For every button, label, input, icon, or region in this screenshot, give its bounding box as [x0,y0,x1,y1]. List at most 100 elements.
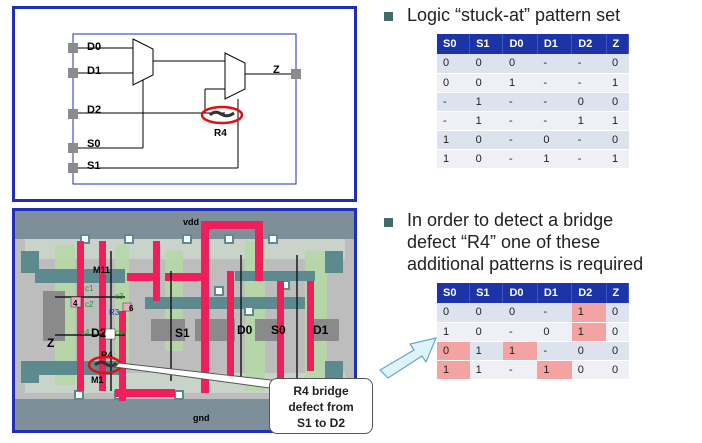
pin-d0 [68,43,78,53]
table-cell: - [437,111,470,131]
table-cell: - [571,73,607,93]
table-cell: 1 [571,322,607,342]
table-cell: 0 [606,341,629,361]
table-cell: 0 [606,130,629,150]
table-cell: - [571,54,607,74]
label-d0: D0 [237,323,253,337]
arrow-icon [379,337,438,379]
table-cell: 1 [537,149,572,169]
table-cell: - [502,111,538,131]
bullet-bridge-line-3: additional patterns is required [407,254,644,274]
metal-lines [77,221,314,401]
column-header: S1 [469,283,504,303]
table-cell: 1 [437,149,470,169]
table-cell: 0 [437,303,470,323]
table-cell: - [571,130,607,150]
table-cell: 0 [606,92,629,112]
table-cell: - [537,303,572,323]
table-cell: 0 [469,303,503,323]
table-cell: 1 [606,111,629,131]
column-header: D0 [502,34,538,54]
label-z: Z [47,336,54,350]
table-cell: 1 [437,322,470,342]
table-cell: 1 [469,92,503,112]
label-vdd: vdd [183,217,199,227]
column-header: D2 [571,283,607,303]
label-node-4: 4 [73,299,78,308]
table-cell: 1 [571,111,607,131]
table-cell: - [571,149,607,169]
table-cell: 1 [469,360,503,380]
table-cell: 1 [606,73,629,93]
table-cell: 0 [571,341,607,361]
column-header: Z [606,34,630,54]
table-cell: 1 [606,149,629,169]
pin-d2 [68,109,78,119]
table-cell: 1 [437,130,470,150]
label-d2: D2 [91,326,107,340]
label-m11: M11 [93,265,110,275]
table-cell: - [502,149,538,169]
column-header: S1 [469,34,504,54]
label-d1: D1 [313,323,329,337]
table-cell: 0 [571,92,607,112]
arrow-graphic [379,337,438,379]
callout-line-3: S1 to D2 [296,416,345,430]
table-cell: - [537,111,572,131]
table-cell: 1 [502,73,538,93]
defect-ring [200,105,244,125]
table-cell: 1 [437,360,470,380]
defect-blob [208,110,235,118]
bullet-square-icon [384,218,393,227]
schematic-diagram: D0 D1 D2 S0 S1 Z R4 [68,33,301,185]
table-cell: - [537,341,572,361]
table-cell: 0 [606,54,629,74]
label-s0: S0 [87,138,100,150]
layout-panel: vdd gnd M11 M1 S1 D0 S0 D1 D2 Z R4 R3 c1… [12,208,357,433]
column-header: S0 [437,34,471,54]
column-header: Z [606,283,630,303]
table-cell: 0 [502,303,538,323]
table-cell: 0 [437,54,470,74]
label-node-6: 6 [129,304,134,313]
pin-s1 [68,163,78,173]
schematic-wires [78,47,291,169]
column-header: S0 [437,283,471,303]
label-r4: R4 [214,128,227,139]
table-cell: 0 [469,54,503,74]
mux-2 [224,52,246,100]
table-cell: 1 [502,341,538,361]
table-cell: - [437,92,470,112]
table-cell: - [502,92,538,112]
table-cell: 0 [469,322,503,342]
table-cell: 0 [469,130,503,150]
table-cell: - [537,73,572,93]
pin-d1 [68,68,78,78]
label-r4: R4 [101,350,113,360]
label-c4: c4 [81,328,90,337]
label-gnd: gnd [193,413,210,423]
table-cell: 0 [571,360,607,380]
table-cell: 0 [437,73,470,93]
bullet-square-icon [384,12,393,21]
bullet-bridge-line-2: defect “R4” one of these [407,232,601,252]
label-d1: D1 [87,65,101,77]
label-d0: D0 [87,41,101,53]
column-header: D2 [571,34,607,54]
table-cell: 0 [537,322,572,342]
pin-s0 [68,143,78,153]
table-cell: 0 [606,360,629,380]
table-cell: 1 [571,303,607,323]
callout-line-2: defect from [288,400,354,414]
table-cell: - [502,322,538,342]
schematic-panel: D0 D1 D2 S0 S1 Z R4 [12,6,357,202]
schematic-inner-box [72,33,297,185]
column-header: D1 [537,283,573,303]
